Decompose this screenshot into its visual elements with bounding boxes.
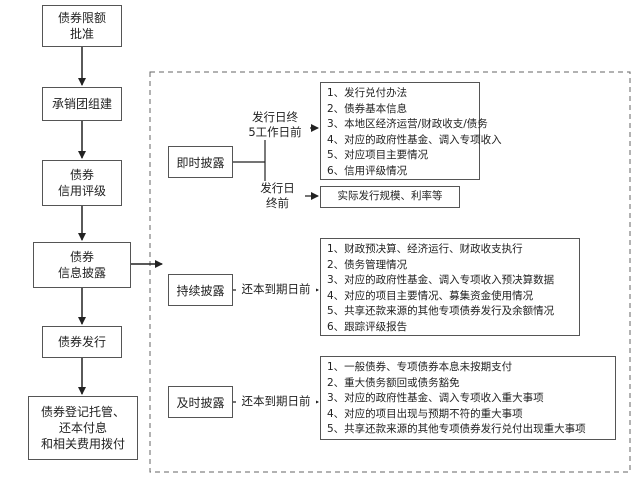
step-registration-repayment: 债券登记托管、 还本付息 和相关费用拨付 [28,396,138,460]
timing-label-5-workdays: 发行日终 5工作日前 [240,110,310,140]
list-item: 4、对应的项目主要情况、募集资金使用情况 [327,289,534,302]
list-item: 4、对应的政府性基金、调入专项收入 [327,133,502,146]
timing-label-continuous: 还本到期日前 [236,282,316,297]
list-item: 1、财政预决算、经济运行、财政收支执行 [327,243,523,255]
immediate-disclosure-box: 即时披露 [168,146,233,178]
list-item: 3、本地区经济运营/财政收支/债务 [327,118,488,130]
immediate-disclosure-items: 1、发行兑付办法 2、债券基本信息 3、本地区经济运营/财政收支/债务 4、对应… [320,82,502,180]
disclosure-dashed-frame [149,71,631,473]
list-item: 4、对应的项目出现与预期不符的重大事项 [327,407,523,420]
list-item: 1、发行兑付办法 [327,87,408,99]
timely-disclosure-items: 1、一般债券、专项债券本息未按期支付 2、重大债务额回或债务豁免 3、对应的政府… [320,356,616,440]
step-credit-rating: 债券 信用评级 [42,160,122,206]
timing-label-timely: 还本到期日前 [236,394,316,409]
step-underwriting-syndicate: 承销团组建 [42,87,122,121]
list-item: 2、重大债务额回或债务豁免 [327,376,460,389]
continuous-disclosure-box: 持续披露 [168,274,233,306]
list-item: 5、共享还款来源的其他专项债券发行及余额情况 [327,305,555,317]
list-item: 3、对应的政府性基金、调入专项收入预决算数据 [327,274,555,286]
list-item: 2、债务管理情况 [327,258,408,271]
step-quota-approval: 债券限额 批准 [42,5,122,47]
step-bond-issuance: 债券发行 [42,326,122,358]
list-item: 6、跟踪评级报告 [327,320,408,333]
list-item: 3、对应的政府性基金、调入专项收入重大事项 [327,392,544,404]
step-information-disclosure: 债券 信息披露 [33,242,131,288]
list-item: 1、一般债券、专项债券本息未按期支付 [327,361,513,373]
timely-disclosure-box: 及时披露 [168,386,233,418]
list-item: 6、信用评级情况 [327,164,408,177]
list-item: 5、对应项目主要情况 [327,149,429,161]
list-item: 5、共享还款来源的其他专项债券发行兑付出现重大事项 [327,423,586,435]
list-item: 2、债券基本信息 [327,102,408,115]
timing-label-issue-day: 发行日 终前 [250,181,305,211]
continuous-disclosure-items: 1、财政预决算、经济运行、财政收支执行 2、债务管理情况 3、对应的政府性基金、… [320,238,580,336]
issue-scale-rate-box: 实际发行规模、利率等 [320,186,460,208]
